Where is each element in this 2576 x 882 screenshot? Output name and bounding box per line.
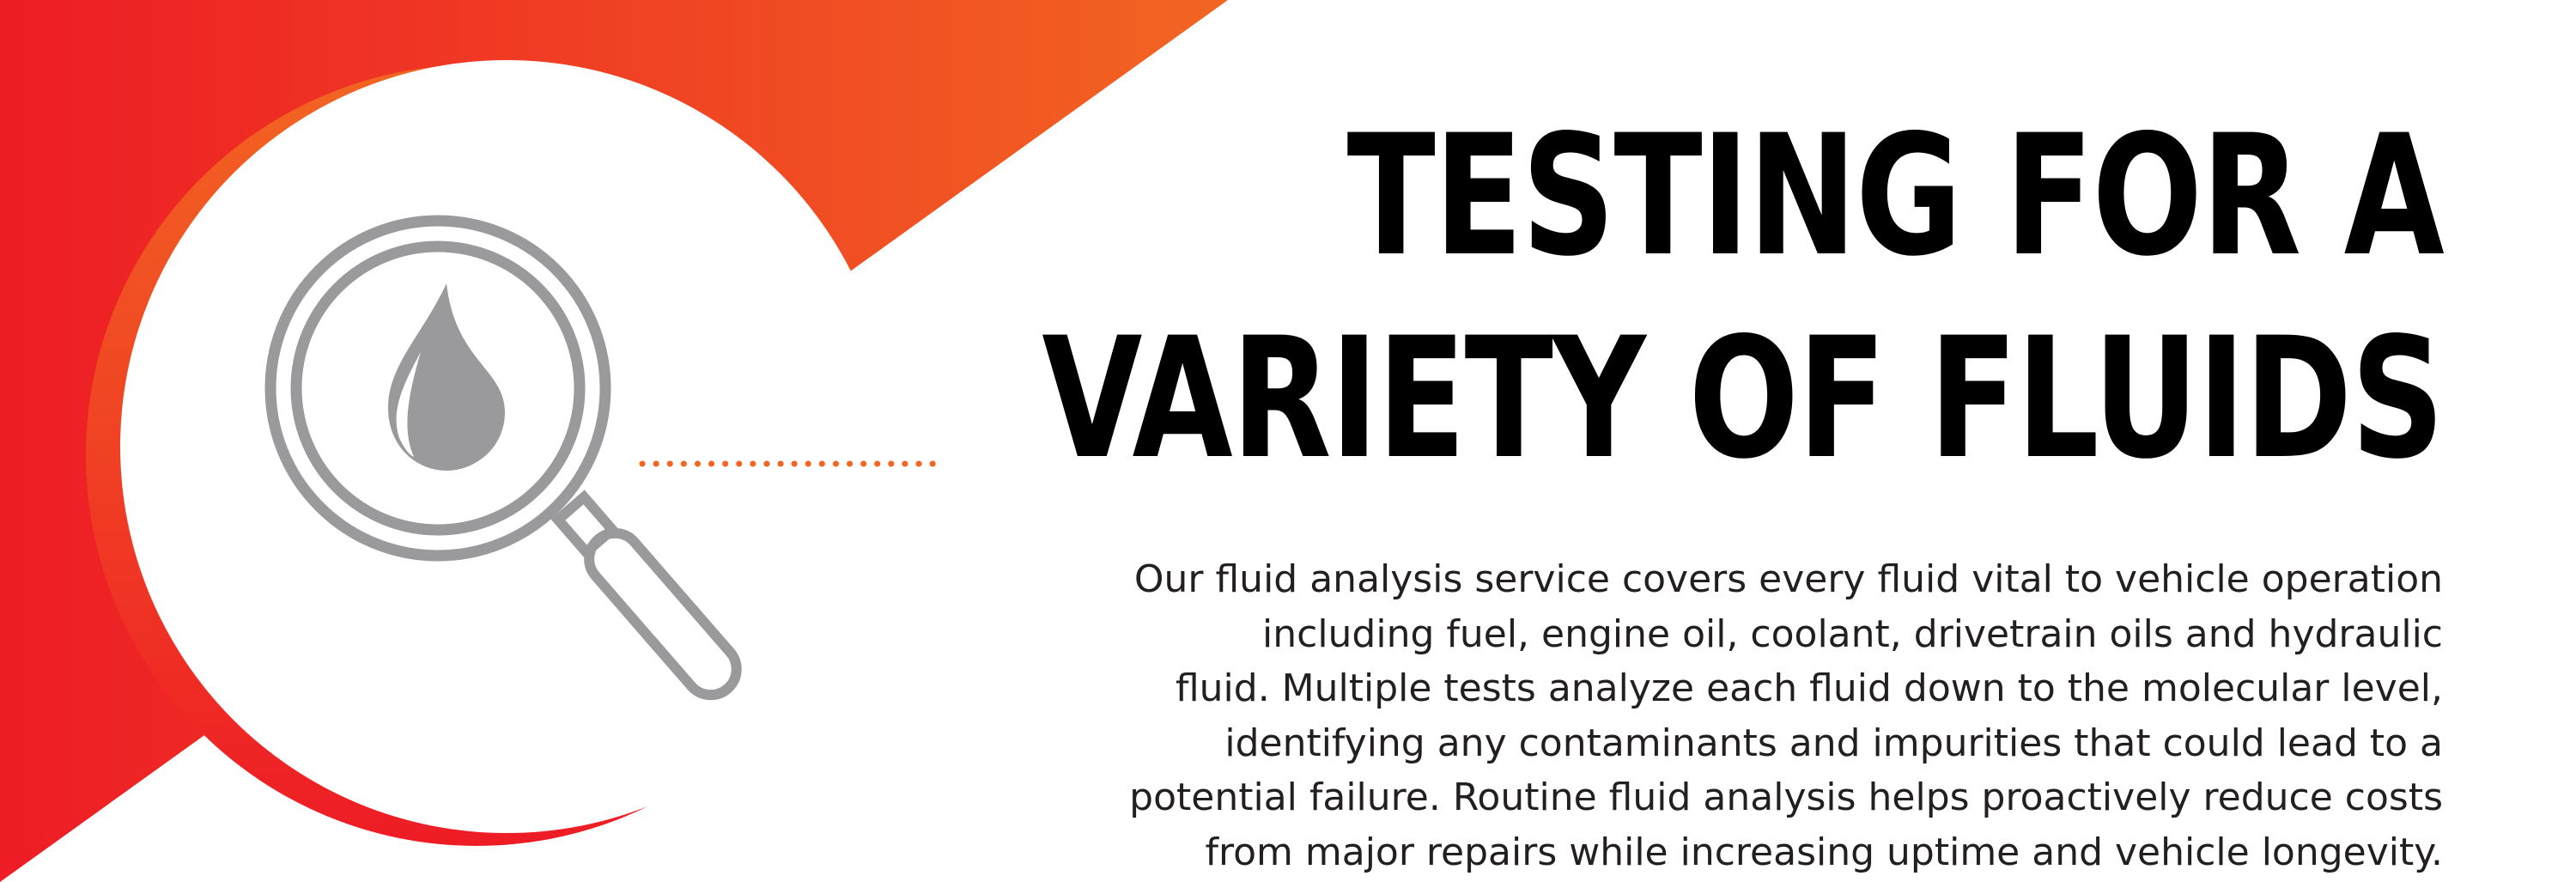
white-circle — [120, 60, 893, 833]
description-line: including fuel, engine oil, coolant, dri… — [1262, 611, 2443, 656]
description-line: Our fluid analysis service covers every … — [1133, 557, 2443, 601]
fluid-drop-icon — [388, 283, 505, 471]
description-line: identifying any contaminants and impurit… — [1224, 721, 2443, 765]
description-line: potential failure. Routine fluid analysi… — [1129, 776, 2443, 819]
title-line-1: TESTING FOR A — [1346, 99, 2444, 293]
description-line: from major repairs while increasing upti… — [1205, 830, 2444, 874]
description-paragraph: Our fluid analysis service covers every … — [769, 552, 2443, 879]
magnifying-glass-icon — [264, 215, 742, 701]
description-line: fluid. Multiple tests analyze each fluid… — [1175, 666, 2443, 710]
title-line-2: VARIETY OF FLUIDS — [1042, 301, 2445, 496]
page-title: TESTING FOR A VARIETY OF FLUIDS — [1042, 94, 2445, 500]
